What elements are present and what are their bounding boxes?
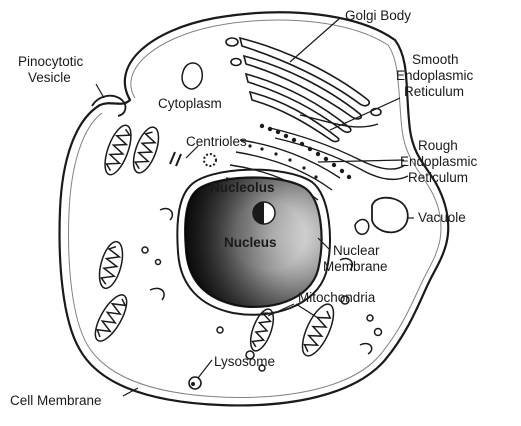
- label-rough-er-line1: Rough: [418, 138, 458, 153]
- label-nuclear-membrane-line2: Membrane: [323, 259, 388, 274]
- mitochondrion-2: [128, 124, 163, 176]
- label-pinocytotic-vesicle-line1: Pinocytotic: [18, 54, 84, 69]
- golgi-body: [226, 38, 381, 141]
- label-nucleolus: Nucleolus: [210, 180, 275, 195]
- label-rough-er-line3: Reticulum: [408, 170, 468, 185]
- label-vacuole: Vacuole: [418, 210, 466, 225]
- label-lysosome: Lysosome: [214, 354, 275, 369]
- vacuole: [372, 198, 408, 233]
- mitochondrion-1: [100, 122, 137, 178]
- mitochondrion-3: [95, 239, 127, 291]
- smooth-er: [270, 115, 408, 179]
- label-cytoplasm: Cytoplasm: [158, 96, 222, 111]
- label-centrioles: Centrioles: [186, 134, 247, 149]
- lysosome: [189, 377, 201, 389]
- label-smooth-er-line1: Smooth: [412, 52, 459, 67]
- label-pinocytotic-vesicle-line2: Vesicle: [28, 70, 71, 85]
- label-nucleus: Nucleus: [224, 235, 277, 250]
- label-cell-membrane: Cell Membrane: [10, 393, 102, 408]
- label-golgi-body: Golgi Body: [345, 8, 411, 23]
- label-rough-er-line2: Endoplasmic: [400, 154, 478, 169]
- label-smooth-er-line2: Endoplasmic: [396, 68, 474, 83]
- label-smooth-er-line3: Reticulum: [404, 84, 464, 99]
- centrioles: [170, 152, 216, 166]
- mitochondrion-4: [89, 290, 132, 345]
- label-nuclear-membrane-line1: Nuclear: [333, 243, 380, 258]
- label-mitochondria: Mitochondria: [298, 290, 376, 305]
